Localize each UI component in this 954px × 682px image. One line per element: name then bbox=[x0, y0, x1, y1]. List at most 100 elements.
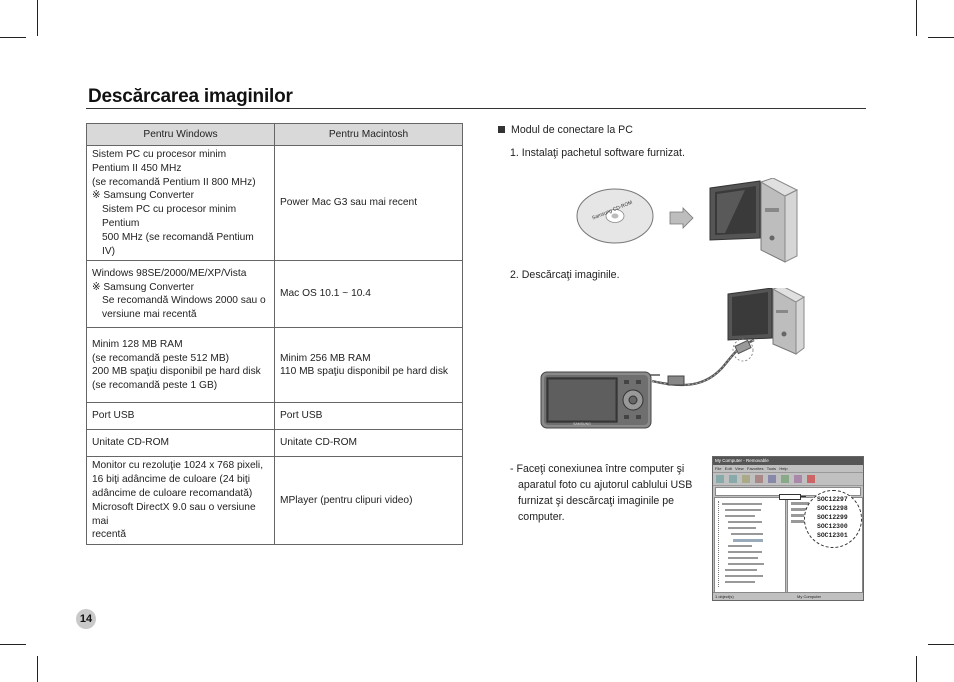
note-text: - Faceţi conexiunea între computer şi ap… bbox=[510, 461, 692, 525]
menu-tools[interactable]: Tools bbox=[766, 466, 777, 471]
status-right: My Computer bbox=[797, 594, 822, 599]
requirement-line: Monitor cu rezoluţie 1024 x 768 pixeli, bbox=[92, 460, 264, 472]
requirement-line: Minim 128 MB RAM bbox=[92, 338, 183, 350]
desktop-computer-icon bbox=[709, 178, 799, 263]
camera-brand: SAMSUNG bbox=[573, 422, 591, 426]
title-divider bbox=[86, 108, 866, 109]
table-row: Windows 98SE/2000/ME/XP/Vista ※ Samsung C… bbox=[86, 260, 463, 329]
explorer-statusbar: 1 object(s) My Computer bbox=[713, 592, 863, 600]
note-line: computer. bbox=[518, 511, 565, 523]
crop-mark bbox=[37, 656, 38, 682]
requirement-line: Pentium II 450 MHz bbox=[92, 162, 182, 174]
explorer-titlebar: My Computer - Removable bbox=[713, 457, 863, 465]
menu-edit[interactable]: Edit bbox=[724, 466, 732, 471]
undo-icon[interactable] bbox=[794, 475, 802, 483]
step-1: 1. Instalaţi pachetul software furnizat. bbox=[510, 147, 685, 159]
requirement-line: (se recomandă peste 1 GB) bbox=[92, 380, 218, 392]
requirement-line: Unitate CD-ROM bbox=[280, 437, 357, 449]
requirement-line: Microsoft DirectX 9.0 sau o versiune mai bbox=[92, 501, 256, 527]
delete-icon[interactable] bbox=[807, 475, 815, 483]
explorer-menubar: File Edit View Favorites Tools Help bbox=[713, 465, 863, 472]
menu-favorites[interactable]: Favorites bbox=[747, 466, 764, 471]
crop-mark bbox=[916, 656, 917, 682]
install-software-illustration: Samsung CD-ROM bbox=[576, 178, 799, 263]
crop-mark bbox=[916, 0, 917, 36]
file-item[interactable]: SOC12297 bbox=[817, 496, 848, 503]
requirement-line: (se recomandă Pentium II 800 MHz) bbox=[92, 176, 256, 188]
section-title: Modul de conectare la PC bbox=[511, 124, 633, 136]
file-item[interactable]: SOC12300 bbox=[817, 523, 848, 530]
requirement-line: MPlayer (pentru clipuri video) bbox=[280, 494, 413, 506]
folder-tree-pane[interactable] bbox=[714, 497, 786, 593]
explorer-window: My Computer - Removable File Edit View F… bbox=[712, 456, 864, 601]
back-icon[interactable] bbox=[716, 475, 724, 483]
windows-requirement-cell: Monitor cu rezoluţie 1024 x 768 pixeli, 1… bbox=[86, 456, 275, 546]
requirement-line: versiune mai recentă bbox=[102, 309, 197, 321]
cd-rom-disc-icon: Samsung CD-ROM bbox=[576, 188, 654, 244]
requirement-line: 110 MB spaţiu disponibil pe hard disk bbox=[280, 366, 449, 378]
header-macintosh: Pentru Macintosh bbox=[274, 123, 463, 146]
note-line: aparatul foto cu ajutorul cablului USB bbox=[518, 479, 693, 491]
file-item[interactable]: SOC12298 bbox=[817, 505, 848, 512]
file-item[interactable]: SOC12299 bbox=[817, 514, 848, 521]
requirement-line: Unitate CD-ROM bbox=[92, 437, 169, 449]
up-folder-icon[interactable] bbox=[742, 475, 750, 483]
mac-requirement-cell: MPlayer (pentru clipuri video) bbox=[274, 456, 463, 546]
usb-cable-icon bbox=[640, 338, 755, 387]
table-row: Monitor cu rezoluţie 1024 x 768 pixeli, 1… bbox=[86, 456, 463, 546]
table-row: Minim 128 MB RAM (se recomandă peste 512 … bbox=[86, 327, 463, 404]
requirement-line: 200 MB spaţiu disponibil pe hard disk bbox=[92, 366, 261, 378]
requirement-line: Power Mac G3 sau mai recent bbox=[280, 197, 418, 209]
system-requirements-table: Pentru Windows Pentru Macintosh Sistem P… bbox=[86, 123, 463, 546]
mac-requirement-cell: Minim 256 MB RAM 110 MB spaţiu disponibil… bbox=[274, 327, 463, 404]
explorer-toolbar bbox=[713, 472, 863, 486]
requirement-line: adâncime de culoare recomandată) bbox=[92, 487, 253, 499]
crop-mark bbox=[0, 37, 26, 38]
windows-requirement-cell: Minim 128 MB RAM (se recomandă peste 512 … bbox=[86, 327, 275, 404]
page-number: 14 bbox=[79, 613, 93, 625]
bullet-square-icon bbox=[498, 126, 505, 133]
table-row: Unitate CD-ROM Unitate CD-ROM bbox=[86, 429, 463, 458]
zoom-source-box bbox=[779, 494, 801, 500]
requirement-line: Windows 98SE/2000/ME/XP/Vista bbox=[92, 267, 247, 279]
forward-icon[interactable] bbox=[729, 475, 737, 483]
folder-tree bbox=[718, 501, 782, 587]
crop-mark bbox=[0, 644, 26, 645]
menu-file[interactable]: File bbox=[715, 466, 722, 471]
crop-mark bbox=[37, 0, 38, 36]
requirement-line: ※ Samsung Converter bbox=[92, 190, 194, 202]
file-item[interactable]: SOC12301 bbox=[817, 532, 848, 539]
page-title: Descărcarea imaginilor bbox=[88, 86, 293, 107]
status-left: 1 object(s) bbox=[715, 594, 734, 599]
copy-icon[interactable] bbox=[768, 475, 776, 483]
mac-requirement-cell: Mac OS 10.1 ~ 10.4 bbox=[274, 260, 463, 329]
menu-view[interactable]: View bbox=[735, 466, 744, 471]
requirement-line: 16 biţi adâncime de culoare (24 biţi bbox=[92, 474, 251, 486]
crop-mark bbox=[928, 644, 954, 645]
paste-icon[interactable] bbox=[781, 475, 789, 483]
windows-requirement-cell: Unitate CD-ROM bbox=[86, 429, 275, 458]
digital-camera-icon: SAMSUNG bbox=[540, 371, 652, 429]
requirement-line: (se recomandă peste 512 MB) bbox=[92, 352, 230, 364]
download-images-illustration: SAMSUNG bbox=[540, 288, 806, 429]
crop-mark bbox=[928, 37, 954, 38]
menu-help[interactable]: Help bbox=[779, 466, 788, 471]
requirement-line: Minim 256 MB RAM bbox=[280, 352, 371, 364]
requirement-line: Mac OS 10.1 ~ 10.4 bbox=[280, 288, 371, 300]
desktop-computer-icon bbox=[727, 288, 806, 355]
table-header-row: Pentru Windows Pentru Macintosh bbox=[86, 123, 463, 146]
cut-icon[interactable] bbox=[755, 475, 763, 483]
requirement-line: Sistem PC cu procesor minim Pentium bbox=[102, 204, 237, 229]
requirement-line: Sistem PC cu procesor minim bbox=[92, 149, 227, 160]
explorer-title: My Computer - Removable bbox=[715, 458, 769, 463]
requirement-line: ※ Samsung Converter bbox=[92, 281, 194, 293]
requirement-line: Se recomandă Windows 2000 sau o bbox=[102, 295, 266, 307]
step-2: 2. Descărcaţi imaginile. bbox=[510, 269, 620, 281]
windows-requirement-cell: Port USB bbox=[86, 402, 275, 431]
requirement-line: recentă bbox=[92, 529, 126, 541]
requirement-line: 500 MHz (se recomandă Pentium IV) bbox=[102, 231, 254, 257]
